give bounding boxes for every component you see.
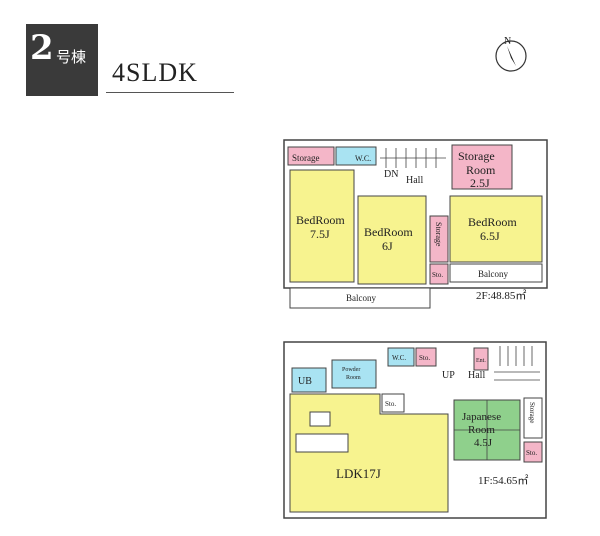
floor1-sto-right bbox=[523, 441, 543, 463]
f2-storage-room-size: 2.5J bbox=[470, 176, 490, 190]
f2-balcony-big-label: Balcony bbox=[346, 293, 376, 303]
f2-area-label: 2F:48.85㎡ bbox=[476, 289, 526, 302]
f1-ub-label: UB bbox=[298, 376, 312, 387]
f1-japanese-size: 4.5J bbox=[474, 437, 493, 449]
floor2-storage-small bbox=[287, 146, 335, 166]
building-number-badge bbox=[26, 24, 98, 96]
badge-text: 号棟 bbox=[56, 48, 87, 66]
floor2-storage-room bbox=[451, 144, 513, 190]
f1-storage-vertical-label: Storage bbox=[528, 402, 536, 423]
compass-icon: N bbox=[495, 36, 527, 72]
f1-powder-label: Powder bbox=[342, 367, 360, 373]
f2-storage-room-label: Storage bbox=[458, 149, 495, 163]
f1-up-label: UP bbox=[442, 370, 455, 381]
f2-storage-room-label-2: Room bbox=[466, 163, 496, 177]
floor1-outline bbox=[283, 341, 547, 519]
floor2-sto bbox=[429, 263, 449, 285]
floor1-sto-mid bbox=[381, 393, 405, 413]
title-underline bbox=[106, 92, 234, 93]
floor2-stairs bbox=[380, 148, 446, 168]
f1-japanese-label: Japanese bbox=[462, 411, 501, 423]
f2-balcony-small-label: Balcony bbox=[478, 269, 508, 279]
floor1-wc bbox=[387, 347, 415, 367]
floor1-stairs bbox=[494, 346, 540, 381]
floor-1 bbox=[283, 341, 547, 519]
floor1-sto-top bbox=[415, 347, 437, 367]
f1-powder-label-2: Room bbox=[346, 375, 361, 381]
badge-number: 2 bbox=[30, 28, 54, 68]
floor2-bedroom-b bbox=[357, 195, 427, 285]
f2-storage-small-label: Storage bbox=[292, 153, 320, 163]
floor2-storage-vertical bbox=[429, 215, 449, 263]
f2-dn-label: DN bbox=[384, 169, 398, 180]
floor1-powder-room bbox=[331, 359, 377, 389]
f1-area-label: 1F:54.65㎡ bbox=[478, 474, 528, 487]
floor1-sink bbox=[309, 411, 331, 427]
floor1-ent bbox=[473, 347, 489, 371]
floor1-ub bbox=[291, 367, 327, 393]
f2-bedroom-b-size: 6J bbox=[382, 239, 393, 253]
f2-hall-label: Hall bbox=[406, 175, 423, 186]
floor-2-labels: Storage W.C. DN Hall Storage Room 2.5J B… bbox=[292, 149, 526, 303]
f1-wc-label: W.C. bbox=[392, 354, 406, 362]
f2-bedroom-c-size: 6.5J bbox=[480, 229, 500, 243]
f2-bedroom-c-label: BedRoom bbox=[468, 215, 517, 229]
floor2-balcony-big bbox=[289, 287, 431, 309]
f1-japanese-label-2: Room bbox=[468, 424, 495, 436]
f1-sto-mid-label: Sto. bbox=[385, 400, 396, 408]
f2-bedroom-a-size: 7.5J bbox=[310, 227, 330, 241]
floor2-bedroom-c bbox=[449, 195, 543, 263]
f1-ent-label: Ent. bbox=[476, 358, 486, 364]
f2-bedroom-a-label: BedRoom bbox=[296, 213, 345, 227]
f2-wc-label: W.C. bbox=[355, 154, 371, 163]
f1-ldk-label: LDK17J bbox=[336, 466, 381, 481]
floor-2 bbox=[283, 139, 548, 309]
f1-sto-top-label: Sto. bbox=[419, 354, 430, 362]
floor2-wc bbox=[335, 146, 377, 166]
f1-hall-label: Hall bbox=[468, 370, 485, 381]
floor2-bedroom-a bbox=[289, 169, 355, 283]
compass-label: N bbox=[504, 36, 511, 47]
f2-sto-label: Sto. bbox=[432, 271, 443, 279]
f2-bedroom-b-label: BedRoom bbox=[364, 225, 413, 239]
floor-1-labels: UB Powder Room W.C. Sto. UP Hall Ent. St… bbox=[298, 354, 537, 487]
floor1-storage-vertical bbox=[523, 397, 543, 439]
plan-title: 4SLDK bbox=[112, 58, 198, 87]
f1-sto-right-label: Sto. bbox=[526, 449, 537, 457]
floor2-balcony-small bbox=[449, 263, 543, 283]
f2-storage-vertical-label: Storage bbox=[434, 222, 443, 247]
floor1-kitchen-counter bbox=[295, 433, 349, 453]
